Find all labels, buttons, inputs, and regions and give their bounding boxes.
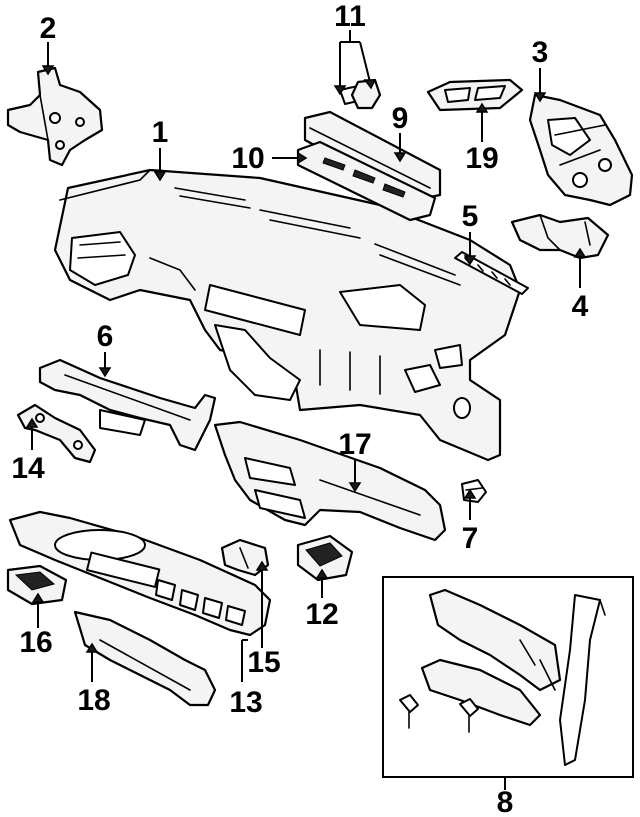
part-13-lower-panel[interactable]: [8, 510, 272, 637]
callout-1: 1: [152, 116, 169, 149]
part-6-support[interactable]: [38, 358, 217, 452]
part-2-bracket[interactable]: [6, 66, 104, 167]
part-11-covers[interactable]: [339, 78, 382, 110]
callout-4: 4: [572, 290, 589, 323]
part-4-duct[interactable]: [510, 213, 610, 260]
part-19-switch-panel[interactable]: [426, 78, 524, 112]
part-3-bracket[interactable]: [528, 93, 634, 207]
callout-5: 5: [462, 200, 479, 233]
callout-6: 6: [97, 320, 114, 353]
callout-11: 11: [334, 0, 366, 33]
part-10-grille[interactable]: [296, 140, 437, 222]
callout-9: 9: [392, 102, 409, 135]
callout-16: 16: [19, 626, 52, 659]
callout-2: 2: [40, 12, 57, 45]
callout-18: 18: [77, 684, 110, 717]
part-8-inset-box: [382, 576, 634, 778]
part-9-vent-strip[interactable]: [303, 110, 442, 202]
callout-7: 7: [462, 522, 479, 555]
callout-12: 12: [305, 598, 338, 631]
part-18-lower-cover[interactable]: [73, 610, 217, 707]
callout-19: 19: [465, 142, 498, 175]
callout-17: 17: [338, 428, 371, 461]
callout-13: 13: [229, 686, 262, 719]
part-17-center-trim[interactable]: [213, 420, 447, 542]
leader-lines: [31, 30, 581, 790]
callout-14: 14: [11, 452, 45, 485]
callout-labels: 1 2 3 4 5 6 7 8 9 10 11 12 13 14 15 16 1…: [11, 0, 588, 817]
callout-15: 15: [247, 646, 280, 679]
part-8-assembly[interactable]: [399, 588, 606, 766]
part-16-vent[interactable]: [6, 564, 68, 606]
callout-8: 8: [497, 786, 514, 817]
callout-10: 10: [231, 142, 264, 175]
part-12-vent[interactable]: [296, 534, 354, 582]
arrowheads: [25, 65, 587, 653]
callout-3: 3: [532, 36, 549, 69]
part-1-instrument-panel[interactable]: [53, 168, 522, 462]
